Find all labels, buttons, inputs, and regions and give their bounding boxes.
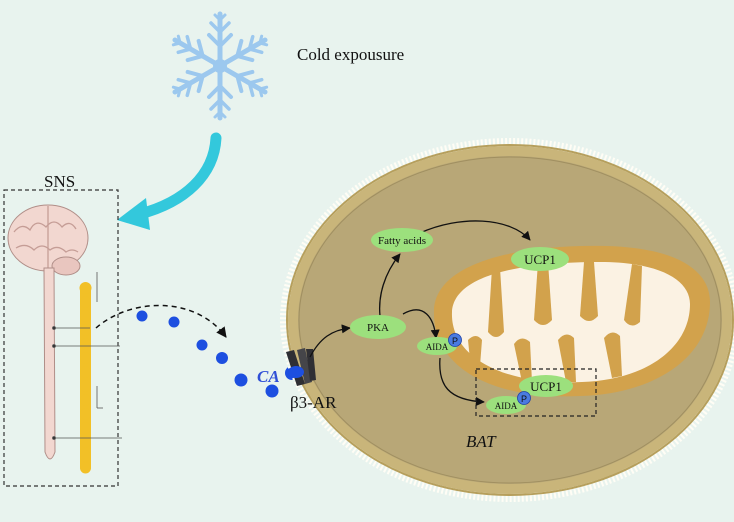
ca-release-arrow (95, 304, 227, 338)
nerve-connections (52, 272, 122, 440)
mitochondrion (433, 245, 710, 397)
sns-label: SNS (44, 172, 75, 191)
pka-label: PKA (367, 322, 389, 334)
ca-label: CA (257, 367, 280, 386)
aida-ucp1-complex-box (475, 368, 597, 417)
snowflake-icon (169, 14, 270, 118)
cold-arrow (134, 132, 222, 220)
fatty-acids-node (371, 228, 433, 252)
ucp1-box-label: UCP1 (530, 379, 562, 394)
phospho-top-icon (448, 333, 462, 347)
aida-box-label: AIDA (495, 401, 518, 411)
ucp1-top-node (511, 247, 569, 271)
sns-box (3, 189, 119, 487)
pka-node (350, 315, 406, 339)
phospho-box-icon (517, 391, 531, 405)
beta3-ar-receptor-icon (286, 348, 316, 386)
phospho-top-label: P (452, 336, 458, 346)
phospho-box-label: P (521, 394, 527, 404)
ucp1-top-label: UCP1 (524, 252, 556, 267)
aida-box-node (486, 396, 526, 414)
ucp1-box-node (519, 375, 573, 397)
brain-icon (7, 204, 89, 276)
aida-top-label: AIDA (426, 342, 449, 352)
aida-top-node (417, 337, 457, 355)
cold-exposure-label: Cold expousure (297, 45, 404, 64)
bat-label: BAT (466, 432, 497, 451)
cold-arrow-head (117, 198, 150, 230)
sympathetic-chain (79, 282, 92, 474)
pathway-arrows (309, 220, 531, 407)
fatty-acids-label: Fatty acids (378, 235, 426, 247)
spinal-cord (43, 267, 56, 460)
beta3-ar-label: β3-AR (290, 393, 337, 412)
